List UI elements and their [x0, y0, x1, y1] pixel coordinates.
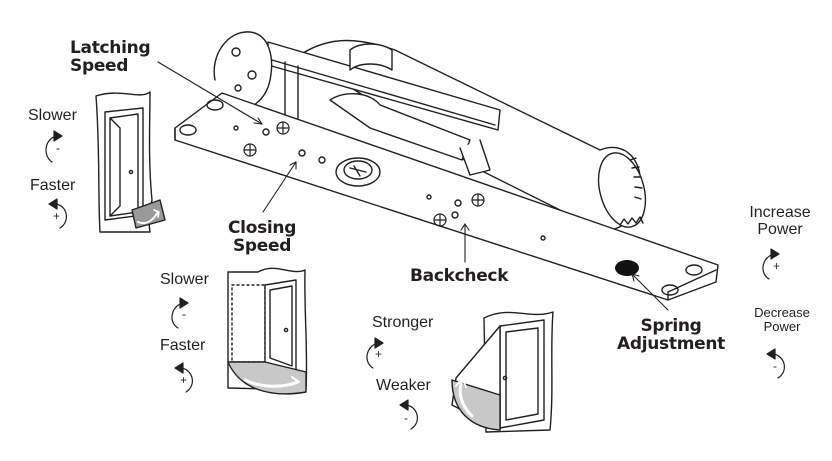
door-icon	[95, 91, 166, 233]
counterclockwise-arrow-icon	[766, 348, 785, 379]
rotation-arrows	[45, 130, 785, 430]
leader-lines	[157, 61, 669, 311]
spring-adjustment-label: Spring Adjustment	[617, 316, 725, 354]
close-minus-sign: -	[182, 307, 186, 321]
latch-minus-sign: -	[56, 141, 60, 155]
latching-speed-label: Latching Speed	[70, 38, 151, 76]
decrease-minus-sign: -	[773, 359, 777, 373]
weaker-minus-sign: -	[404, 411, 408, 425]
increase-power-label: Increase Power	[749, 204, 811, 238]
increase-plus-sign: +	[773, 259, 781, 273]
weaker-label: Weaker	[376, 377, 431, 394]
door-icon	[451, 311, 554, 433]
door-closer-icon	[174, 31, 719, 301]
decrease-power-label: Decrease Power	[754, 305, 810, 334]
clockwise-arrow-icon	[366, 337, 384, 369]
stronger-label: Stronger	[372, 314, 434, 331]
counterclockwise-arrow-icon	[174, 362, 193, 393]
stronger-plus-sign: +	[375, 347, 383, 361]
latch-faster-label: Faster	[30, 177, 76, 194]
spring-port	[615, 260, 639, 276]
counterclockwise-arrow-icon	[48, 198, 67, 229]
clockwise-arrow-icon	[171, 297, 189, 329]
closing-speed-label: Closing Speed	[228, 218, 297, 256]
close-faster-label: Faster	[160, 337, 206, 354]
close-slower-label: Slower	[160, 271, 209, 288]
latch-slower-label: Slower	[28, 107, 77, 124]
counterclockwise-arrow-icon	[399, 399, 418, 430]
clockwise-arrow-icon	[45, 130, 63, 163]
door-icon	[227, 267, 308, 395]
latch-plus-sign: +	[53, 209, 61, 223]
backcheck-label: Backcheck	[410, 266, 509, 286]
clockwise-arrow-icon	[762, 248, 780, 280]
close-plus-sign: +	[180, 373, 188, 387]
